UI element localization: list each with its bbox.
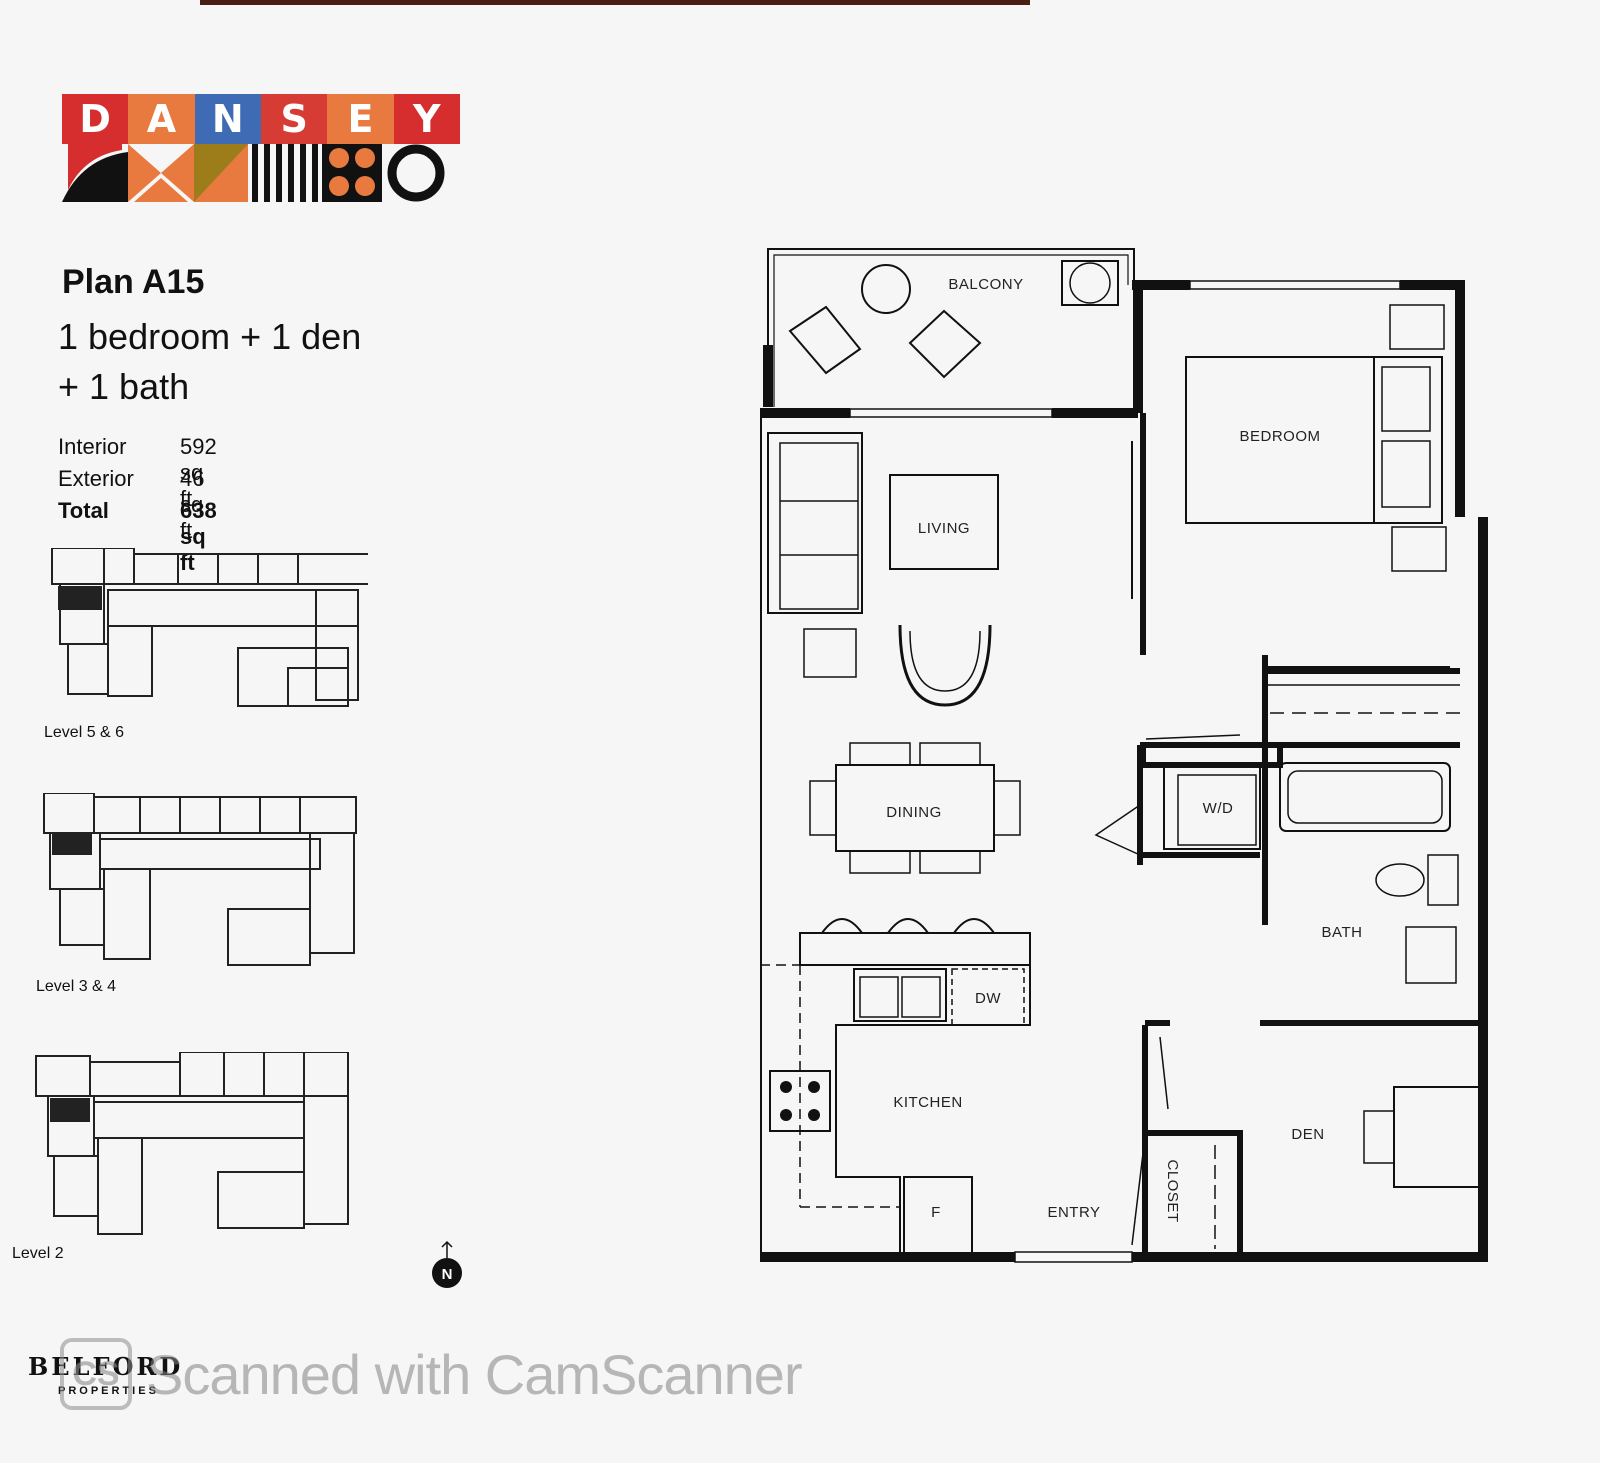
appliance-label-fridge: F (931, 1204, 941, 1221)
plan-line: 1 bedroom + 1 den (58, 316, 362, 357)
north-arrow-icon: N (432, 1240, 462, 1288)
keyplan-level-2 (35, 1052, 349, 1235)
room-label-den: DEN (1291, 1126, 1324, 1143)
area-label: Total (58, 498, 109, 523)
area-value: 592 sq ft (180, 434, 217, 511)
area-value: 46 sq ft (180, 466, 205, 543)
room-label-balcony: BALCONY (948, 276, 1023, 293)
logo-shapes-icon (62, 144, 445, 202)
plan-line: + 1 bath (58, 366, 190, 407)
brand-logo: BELFORD (28, 1352, 184, 1381)
area-label: Interior (58, 434, 127, 459)
camscanner-icon: CS (60, 1338, 132, 1410)
appliance-label-dw: DW (975, 990, 1001, 1007)
room-label-wd: W/D (1203, 800, 1234, 817)
top-edge-strip (200, 0, 1030, 5)
watermark-text: Scanned with CamScanner (146, 1342, 803, 1406)
keyplan-level-3-4 (43, 793, 357, 966)
floor-plan: BALCONY LIVING BEDROOM DINING W/D BATH D… (760, 248, 1488, 1263)
room-label-entry: ENTRY (1047, 1204, 1100, 1221)
area-value: 638 sq ft (180, 498, 217, 575)
room-label-closet: CLOSET (1164, 1159, 1181, 1222)
room-label-living: LIVING (918, 520, 970, 537)
logo-letter: Y (393, 94, 460, 144)
keyplan-level-5-6 (51, 548, 368, 707)
room-label-kitchen: KITCHEN (893, 1094, 962, 1111)
room-label-bedroom: BEDROOM (1239, 428, 1320, 445)
area-label: Exterior (58, 466, 134, 491)
keyplan-label: Level 5 & 6 (44, 724, 125, 741)
logo-letter: A (128, 94, 195, 144)
room-label-bath: BATH (1322, 924, 1363, 941)
logo-letter: N (194, 94, 261, 144)
logo-letters: D A N S E Y (62, 94, 460, 144)
logo-letter: E (327, 94, 394, 144)
plan-title: Plan A15 (62, 263, 205, 301)
logo-letter: D (62, 94, 129, 144)
dansey-logo: D A N S E Y (62, 94, 460, 204)
room-label-dining: DINING (886, 804, 942, 821)
keyplan-label: Level 3 & 4 (36, 978, 117, 995)
plan-description: 1 bedroom + 1 den + 1 bath (58, 312, 361, 412)
keyplan-label: Level 2 (12, 1245, 64, 1262)
logo-letter: S (260, 94, 328, 144)
camscanner-watermark: CS Scanned with CamScanner (60, 1334, 900, 1414)
north-letter: N (442, 1266, 453, 1283)
